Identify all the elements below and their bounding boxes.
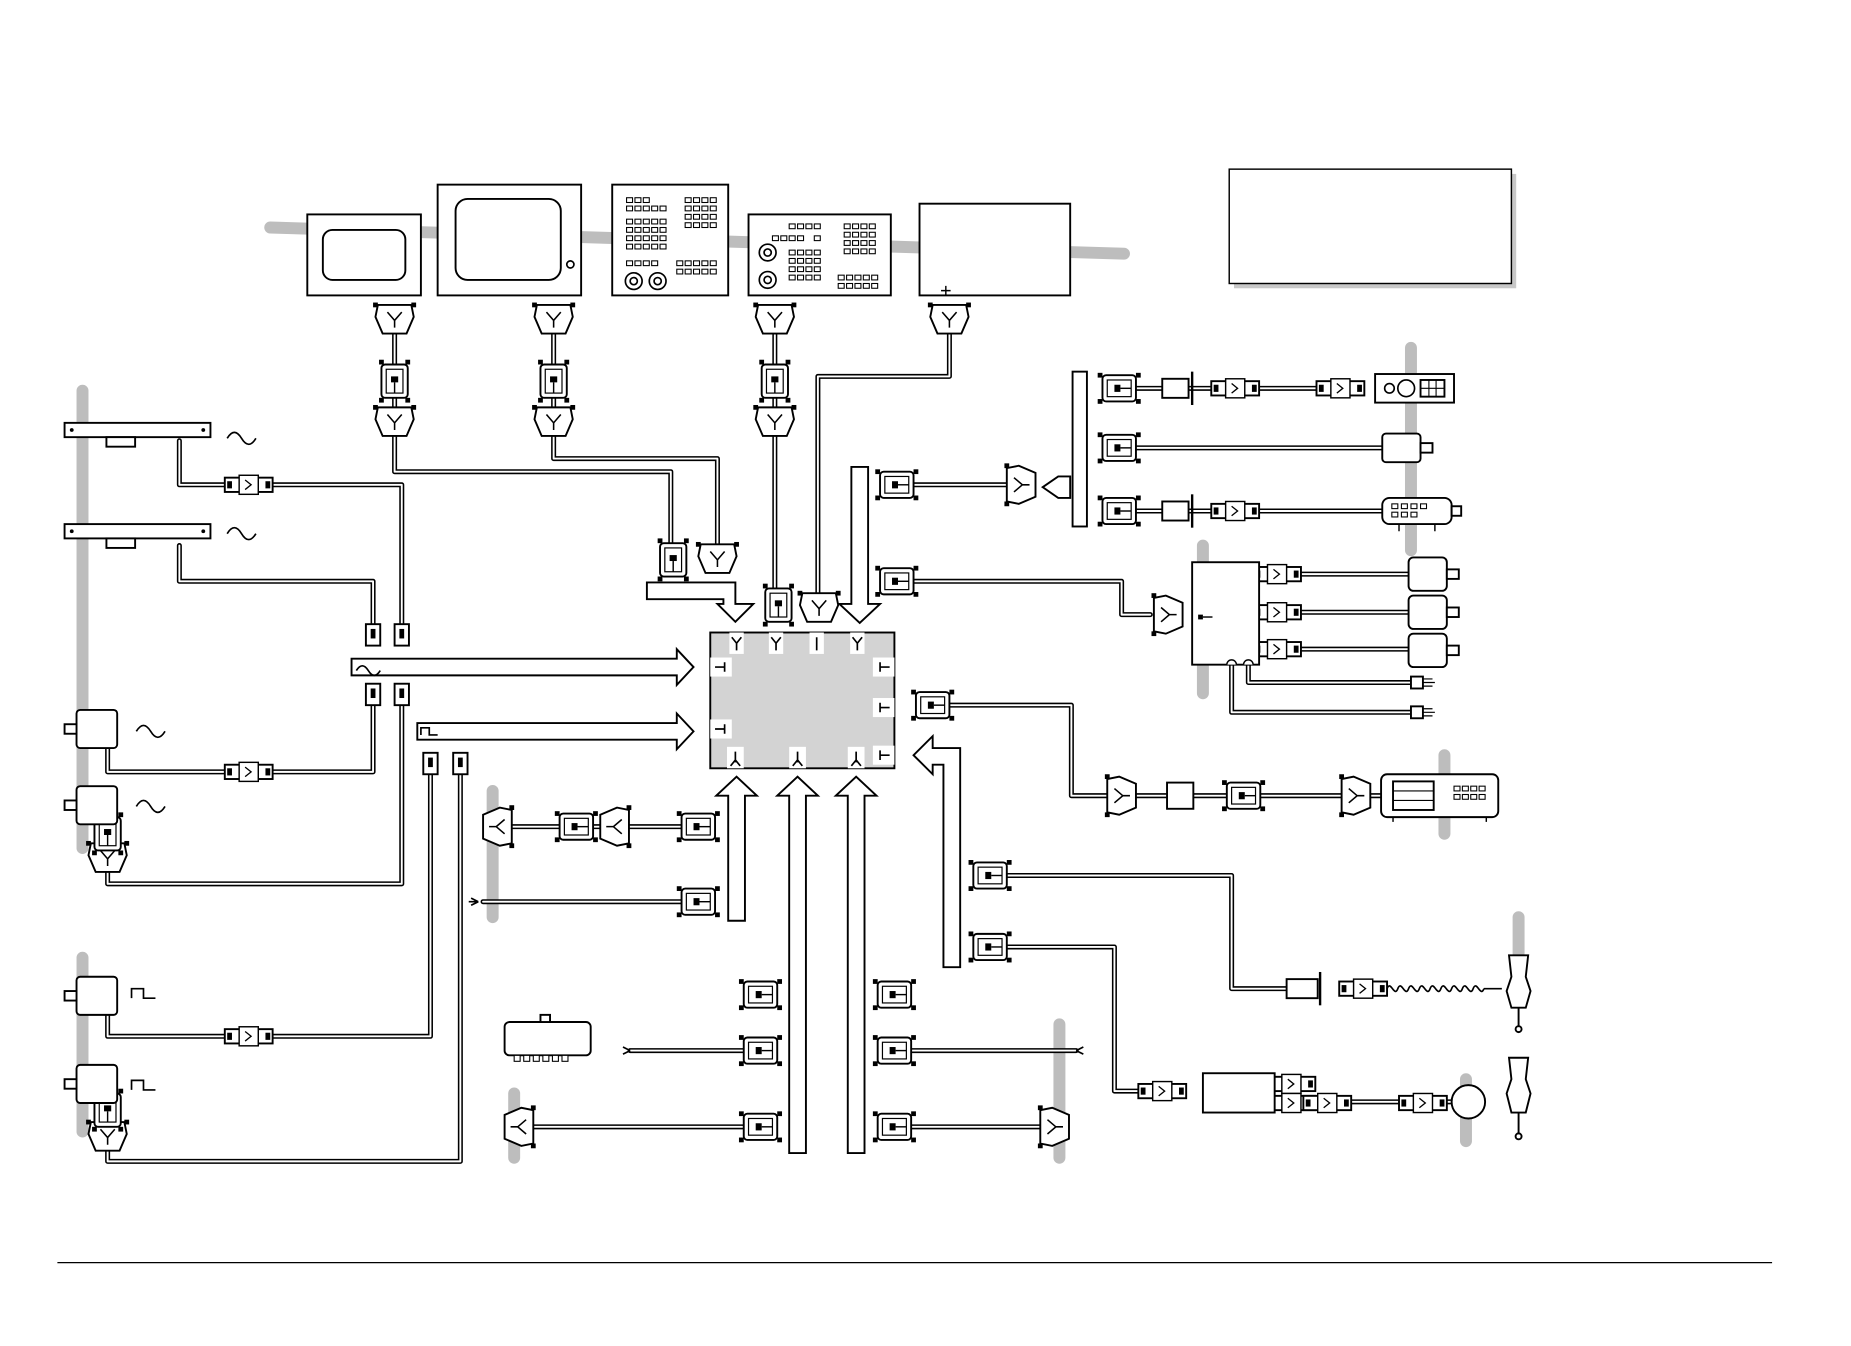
connectors [85, 301, 1448, 1152]
drive-motor-2[interactable] [1407, 594, 1460, 630]
repeater [1166, 781, 1195, 810]
operator-panel[interactable] [747, 213, 892, 297]
drive-motor-3[interactable] [1407, 632, 1460, 668]
linear-scale-2[interactable] [63, 523, 212, 549]
keyboard-keys [626, 197, 717, 275]
sine-wave-icon [135, 724, 166, 739]
blank-module[interactable] [918, 202, 1072, 297]
loose-wire-end [622, 1046, 631, 1055]
terminator-1 [1410, 675, 1435, 690]
operator-keys [771, 223, 879, 289]
drive-motor-1[interactable] [1407, 556, 1460, 592]
small-monitor[interactable] [306, 213, 422, 297]
linear-scale-1[interactable] [63, 421, 212, 448]
touch-probe-cabled[interactable] [1285, 954, 1532, 1034]
knob-icon[interactable] [624, 271, 643, 291]
large-monitor[interactable] [436, 183, 583, 297]
rotary-encoder-1[interactable] [63, 708, 119, 749]
central-unit-port-symbols [715, 636, 890, 767]
junction-box[interactable] [1191, 561, 1261, 666]
handwheel-device[interactable] [1374, 373, 1455, 404]
touch-probe-wireless[interactable] [1201, 1056, 1532, 1141]
knob-icon[interactable] [648, 271, 667, 291]
square-wave-icon [130, 987, 156, 1000]
legend-box [1228, 168, 1517, 289]
feed-knob-icon[interactable] [758, 243, 777, 262]
signal-arrows [350, 465, 1072, 1154]
top-device-row [306, 183, 1072, 297]
sine-wave-icon [355, 665, 381, 677]
sine-wave-icon [226, 431, 257, 446]
keyboard-panel[interactable] [611, 183, 730, 297]
loose-wire-end [1075, 1046, 1084, 1055]
square-wave-icon [130, 1079, 156, 1091]
sine-wave-icon [135, 799, 166, 814]
drive-unit[interactable] [1380, 773, 1500, 822]
rotary-encoder-4[interactable] [63, 1063, 119, 1104]
io-module[interactable] [503, 1013, 592, 1062]
portable-terminal[interactable] [1381, 496, 1463, 532]
spindle-knob-icon[interactable] [758, 270, 777, 290]
sensor-device[interactable] [1381, 432, 1434, 464]
devices [63, 370, 1532, 1141]
loose-wire-end [468, 897, 479, 907]
terminator-2 [1410, 705, 1435, 720]
sine-wave-icon [226, 526, 257, 541]
bus-plug [364, 623, 469, 776]
flange-connector [1161, 371, 1194, 528]
central-cnc-unit[interactable] [709, 631, 896, 770]
panel-bracket [1071, 370, 1088, 528]
rotary-encoder-3[interactable] [63, 975, 119, 1016]
cables [105, 307, 1455, 1164]
rotary-encoder-2[interactable] [63, 785, 119, 826]
square-wave-icon [420, 726, 438, 736]
